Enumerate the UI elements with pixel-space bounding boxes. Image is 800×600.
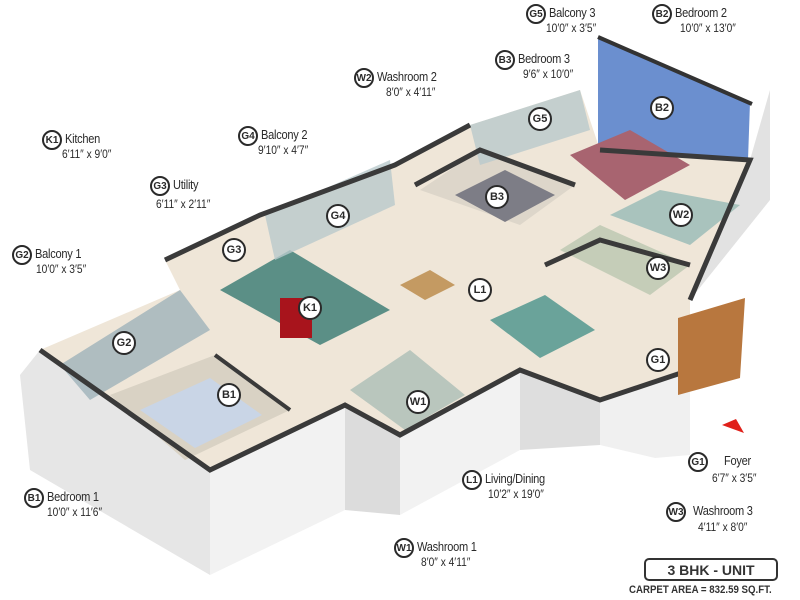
bedroom-2-accent-wall [598, 37, 750, 160]
legend-code: B2 [652, 4, 672, 24]
plan-marker-g5: G5 [528, 107, 552, 131]
legend-name: Washroom 1 [417, 539, 477, 554]
legend-dims: 8′0″ x 4′11″ [386, 85, 436, 99]
legend-name: Washroom 3 [693, 503, 753, 518]
dining-table [490, 295, 595, 358]
plan-marker-g4: G4 [326, 204, 350, 228]
plan-marker-b2: B2 [650, 96, 674, 120]
plan-marker-w1: W1 [406, 390, 430, 414]
plan-marker-l1: L1 [468, 278, 492, 302]
outer-wall-front-2 [345, 405, 400, 515]
legend-name: Balcony 3 [549, 5, 596, 20]
outer-wall-front-3 [400, 370, 520, 515]
entry-arrow-icon [722, 419, 744, 433]
washroom-1-floor [350, 350, 465, 430]
carpet-area: CARPET AREA = 832.59 SQ.FT. [629, 584, 772, 596]
legend-name: Utility [173, 177, 199, 192]
plan-marker-g3: G3 [222, 238, 246, 262]
entry-door [678, 298, 745, 395]
legend-dims: 10′0″ x 11′6″ [47, 505, 103, 519]
plan-marker-g2: G2 [112, 331, 136, 355]
legend-name: Bedroom 2 [675, 5, 727, 20]
legend-dims: 6′11″ x 2′11″ [156, 197, 211, 211]
legend-name: Balcony 2 [261, 127, 308, 142]
outer-wall-left [20, 350, 210, 575]
legend-dims: 6′7″ x 3′5″ [712, 471, 757, 485]
legend-dims: 10′0″ x 3′5″ [36, 262, 87, 276]
legend-name: Living/Dining [485, 471, 545, 486]
legend-code: W2 [354, 68, 374, 88]
legend-code: G3 [150, 176, 170, 196]
outer-wall-front-4 [520, 370, 600, 450]
legend-dims: 4′11″ x 8′0″ [698, 520, 748, 534]
plan-marker-b3: B3 [485, 185, 509, 209]
plan-marker-b1: B1 [217, 383, 241, 407]
legend-name: Kitchen [65, 131, 101, 146]
legend-code: G1 [688, 452, 708, 472]
legend-code: W1 [394, 538, 414, 558]
legend-name: Foyer [724, 453, 751, 468]
balcony-3-glass [470, 90, 590, 165]
plan-marker-k1: K1 [298, 296, 322, 320]
legend-code: G2 [12, 245, 32, 265]
legend-code: B3 [495, 50, 515, 70]
legend-name: Bedroom 1 [47, 489, 99, 504]
legend-dims: 6′11″ x 9′0″ [62, 147, 112, 161]
legend-name: Washroom 2 [377, 69, 437, 84]
legend-code: G5 [526, 4, 546, 24]
legend-dims: 10′0″ x 13′0″ [680, 21, 736, 35]
bed-2 [570, 130, 690, 200]
outer-wall-front [210, 405, 345, 575]
legend-code: B1 [24, 488, 44, 508]
legend-dims: 10′0″ x 3′5″ [546, 21, 597, 35]
legend-dims: 8′0″ x 4′11″ [421, 555, 471, 569]
plan-marker-w3: W3 [646, 256, 670, 280]
outer-wall-front-5 [600, 370, 690, 458]
legend-dims: 10′2″ x 19′0″ [488, 487, 544, 501]
plan-marker-g1: G1 [646, 348, 670, 372]
legend-code: L1 [462, 470, 482, 490]
legend-dims: 9′10″ x 4′7″ [258, 143, 309, 157]
plan-marker-w2: W2 [669, 203, 693, 227]
legend-code: G4 [238, 126, 258, 146]
legend-dims: 9′6″ x 10′0″ [523, 67, 574, 81]
legend-name: Balcony 1 [35, 246, 82, 261]
living-rug [400, 270, 455, 300]
legend-name: Bedroom 3 [518, 51, 570, 66]
unit-type-badge: 3 BHK - UNIT [644, 558, 778, 581]
wall-tops [38, 347, 691, 473]
legend-code: K1 [42, 130, 62, 150]
legend-code: W3 [666, 502, 686, 522]
